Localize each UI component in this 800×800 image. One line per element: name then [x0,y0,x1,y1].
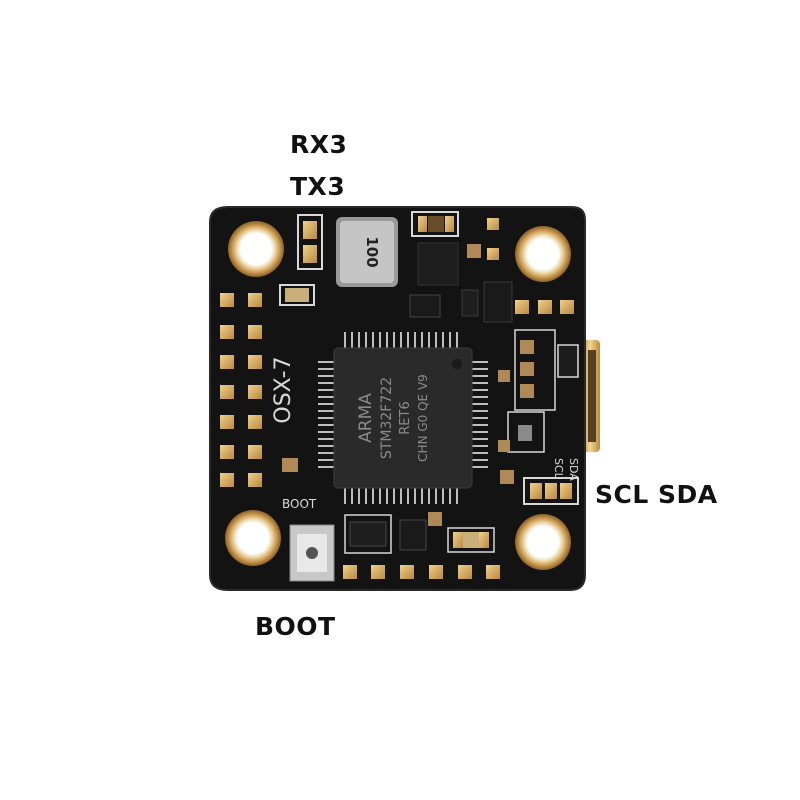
capacitor-left [279,284,315,306]
boot-callout: BOOT [255,612,336,641]
mcu-chip [333,347,473,489]
bottom-components [344,512,495,554]
bottom-solder-pads [343,565,500,579]
mcu-label-4: CHN G0 QE V9 [416,374,430,462]
top-components [409,211,574,323]
left-solder-pads [220,293,262,487]
inductor-value: 100 [363,236,381,267]
scl-sda-pads: SCL SDA [523,458,580,505]
mcu-label-1: ARMA [356,393,376,443]
mcu-label-2: STM32F722 [379,377,395,459]
mcu-pins [318,332,488,504]
boot-silk: BOOT [282,497,317,511]
scl-silk: SCL [552,458,565,480]
tx3-callout: TX3 [290,172,346,201]
right-components [498,329,579,484]
sda-silk: SDA [567,458,580,481]
rx3-tx3-pads [297,214,323,270]
scl-sda-callout: SCL SDA [595,480,718,509]
rx3-callout: RX3 [290,130,348,159]
inductor: 100 [336,217,398,287]
boot-button [289,524,335,582]
mcu-label-3: RET6 [398,401,413,434]
board-name-silk: OSX-7 [271,356,296,423]
mounting-holes [225,221,571,570]
